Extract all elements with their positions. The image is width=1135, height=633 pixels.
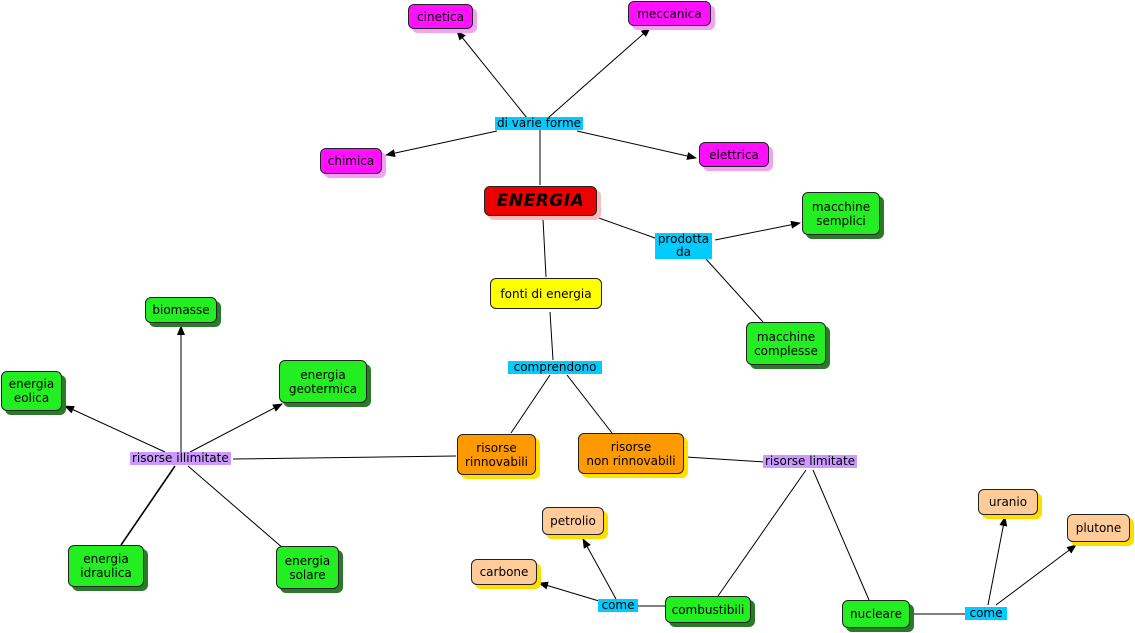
link-come-nucleare[interactable]: come bbox=[965, 607, 1007, 620]
arrow-to-macchine-semplici bbox=[714, 220, 801, 241]
node-combustibili[interactable]: combustibili bbox=[665, 596, 751, 623]
connector-comprendono-to-rinnovabili bbox=[510, 374, 551, 434]
node-nucleare[interactable]: nucleare bbox=[842, 600, 910, 628]
node-elettrica[interactable]: elettrica bbox=[699, 142, 769, 167]
node-risorse-rinnovabili[interactable]: risorse rinnovabili bbox=[457, 434, 536, 475]
connector-non-rinnovabili-to-limitate bbox=[685, 456, 765, 463]
node-macchine-complesse[interactable]: macchine complesse bbox=[746, 322, 826, 365]
node-macchine-semplici[interactable]: macchine semplici bbox=[802, 192, 880, 235]
link-di-varie-forme[interactable]: di varie forme bbox=[495, 116, 584, 130]
connector-rinnovabili-to-illimitate bbox=[232, 455, 457, 460]
connector-to-macchine-complesse bbox=[705, 258, 764, 323]
arrow-to-energia-geotermica bbox=[189, 403, 283, 453]
connector-limitate-to-nucleare bbox=[812, 469, 870, 601]
node-meccanica[interactable]: meccanica bbox=[628, 1, 711, 26]
arrow-to-energia-eolica bbox=[64, 405, 166, 453]
node-plutone[interactable]: plutone bbox=[1067, 514, 1130, 542]
connector-comprendono-to-non-rinnovabili bbox=[566, 374, 613, 434]
link-risorse-illimitate[interactable]: risorse illimitate bbox=[130, 451, 231, 465]
arrow-to-cinetica bbox=[456, 30, 528, 119]
node-biomasse[interactable]: biomasse bbox=[145, 297, 217, 323]
node-cinetica[interactable]: cinetica bbox=[408, 4, 473, 29]
node-carbone[interactable]: carbone bbox=[471, 559, 537, 585]
arrow-to-carbone bbox=[538, 581, 600, 602]
link-come-combustibili[interactable]: come bbox=[598, 599, 638, 612]
arrow-to-plutone bbox=[995, 544, 1077, 606]
connector-energia-to-prodotta-da bbox=[595, 216, 656, 239]
link-prodotta-da[interactable]: prodotta da bbox=[655, 233, 712, 259]
arrow-to-chimica bbox=[385, 130, 498, 158]
node-fonti-di-energia[interactable]: fonti di energia bbox=[490, 278, 602, 309]
node-risorse-non-rinnovabili[interactable]: risorse non rinnovabili bbox=[578, 433, 684, 474]
arrow-to-uranio bbox=[987, 516, 1008, 606]
node-energia-eolica[interactable]: energia eolica bbox=[1, 371, 62, 411]
connector-fonti-to-comprendono bbox=[549, 311, 554, 361]
connector-to-energia-idraulica bbox=[120, 465, 176, 546]
node-energia[interactable]: ENERGIA bbox=[484, 186, 597, 216]
connector-limitate-to-combustibili bbox=[717, 469, 807, 597]
node-chimica[interactable]: chimica bbox=[320, 148, 382, 174]
node-energia-solare[interactable]: energia solare bbox=[276, 546, 339, 589]
arrow-to-petrolio bbox=[582, 538, 617, 600]
connector-energia-to-fonti bbox=[542, 218, 547, 278]
node-energia-geotermica[interactable]: energia geotermica bbox=[279, 360, 367, 403]
node-energia-idraulica[interactable]: energia idraulica bbox=[68, 545, 144, 587]
connector-to-energia-solare bbox=[187, 465, 285, 550]
arrow-to-elettrica bbox=[576, 130, 697, 160]
arrow-to-meccanica bbox=[547, 27, 651, 119]
link-risorse-limitate[interactable]: risorse limitate bbox=[763, 454, 858, 468]
node-petrolio[interactable]: petrolio bbox=[542, 507, 604, 535]
link-comprendono[interactable]: comprendono bbox=[508, 361, 602, 374]
node-uranio[interactable]: uranio bbox=[978, 489, 1038, 515]
